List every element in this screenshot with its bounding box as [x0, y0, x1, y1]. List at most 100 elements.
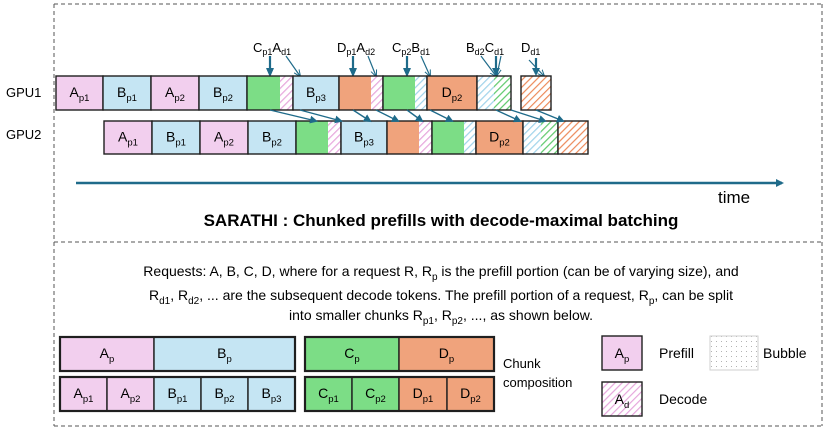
block-fill-a [383, 76, 415, 110]
block-label: Cp2 [365, 385, 386, 405]
chunk-label: Chunk [503, 356, 541, 371]
block-fill [352, 377, 399, 411]
connectors [269, 109, 565, 124]
block-fill [60, 377, 107, 411]
block-fill-b [328, 121, 341, 154]
block-fill [447, 377, 494, 411]
block-Bp3: Bp3 [247, 376, 296, 412]
block-fill [305, 377, 352, 411]
composition-outline [58, 335, 297, 373]
block-green-pinkhatch [295, 120, 342, 155]
block-Cp: Cp [304, 336, 400, 372]
block-Bp1: Bp1 [153, 376, 202, 412]
block-green-bluehatch [431, 120, 477, 155]
legend-prefill-swatch [601, 335, 643, 371]
legend-decode-swatch [601, 381, 643, 417]
block-label: Ap1 [74, 385, 94, 405]
block-label: Ap2 [121, 385, 141, 405]
block-Bp2: Bp2 [247, 120, 297, 155]
block-fill [200, 121, 248, 154]
frame [53, 3, 823, 427]
block-orange-pinkhatch [386, 120, 433, 155]
block-Bp: Bp [153, 336, 296, 372]
annotation-arrow [497, 55, 502, 75]
block-label: Bp3 [306, 84, 326, 104]
block-Bp2: Bp2 [198, 75, 248, 111]
annotation-arrow [420, 55, 430, 76]
block-label: Bp1 [168, 385, 188, 405]
connector-arrow [535, 109, 565, 123]
block-Ap1: Ap1 [59, 376, 108, 412]
block-Bp1: Bp1 [151, 120, 201, 155]
annotation-label: Cp2Bd1 [392, 40, 430, 57]
annotation-label: Dp1Ad2 [337, 40, 375, 57]
block-fill-a [523, 121, 541, 154]
block-fill [248, 377, 295, 411]
block-Bp3: Bp3 [292, 75, 340, 111]
legend-decode-text: Decode [659, 391, 707, 407]
annotation-label: Bd2Cd1 [466, 40, 504, 57]
block-fill [104, 121, 152, 154]
block-Bp3: Bp3 [340, 120, 388, 155]
block-fill [199, 76, 247, 110]
time-label: time [718, 188, 750, 207]
block-Ap2: Ap2 [106, 376, 155, 412]
block-fill [341, 121, 387, 154]
annotation-label: Dd1 [521, 40, 540, 57]
block-label: Bp1 [117, 84, 137, 104]
connector-arrow [406, 109, 424, 123]
block-label: Bp1 [166, 129, 186, 149]
connector-arrow [495, 109, 522, 123]
block-Ap1: Ap1 [55, 75, 104, 111]
block-fill-b [464, 121, 476, 154]
block-orangehatch [557, 120, 589, 155]
block-label: Cp1 [318, 385, 339, 405]
legend-prefill-text: Prefill [659, 345, 694, 361]
composition-label: composition [503, 375, 572, 390]
block-fill [60, 337, 154, 371]
block-label: Bp2 [213, 84, 233, 104]
block-label: Dp2 [442, 84, 463, 104]
block-Dp2: Dp2 [426, 75, 478, 111]
annotation-arrow [480, 55, 496, 76]
block-Ap: Ap [59, 336, 155, 372]
block-Ap1: Ap1 [103, 120, 153, 155]
connector-arrow [510, 109, 547, 123]
block-Dp: Dp [398, 336, 495, 372]
description: Requests: A, B, C, D, where for a reques… [143, 263, 738, 327]
block-fill-b [419, 121, 432, 154]
gpu1-label: GPU1 [6, 85, 41, 100]
block-fill [427, 76, 477, 110]
block-label: Bp2 [262, 129, 282, 149]
description-line: Requests: A, B, C, D, where for a reques… [143, 263, 738, 283]
connector-arrow [269, 109, 318, 124]
block-fill [558, 121, 588, 154]
block-bluehatch-greenhatch [522, 120, 559, 155]
gpu2-label: GPU2 [6, 127, 41, 142]
diagram-title: SARATHI : Chunked prefills with decode-m… [204, 211, 679, 230]
description-line: Rd1, Rd2, ... are the subsequent decode … [149, 287, 733, 307]
block-fill-b [541, 121, 558, 154]
block-fill [399, 337, 494, 371]
block-fill-a [477, 76, 494, 110]
legend-bubble-text: Bubble [763, 345, 807, 361]
block-orangehatch [520, 75, 552, 111]
block-fill-a [247, 76, 280, 110]
block-label: Bp3 [262, 385, 282, 405]
block-label: Bp [217, 345, 232, 365]
block-fill-a [296, 121, 328, 154]
block-fill-b [280, 76, 293, 110]
block-Cp1: Cp1 [304, 376, 353, 412]
block-border [557, 120, 589, 155]
connector-arrow [299, 109, 343, 124]
legend-decode-swatch-label: Ad [615, 391, 630, 411]
block-fill [103, 76, 151, 110]
block-fill-b [494, 76, 511, 110]
block-Cp2: Cp2 [351, 376, 400, 412]
block-label: Dp1 [413, 385, 434, 405]
block-fill-a [432, 121, 464, 154]
block-label: Dp2 [460, 385, 481, 405]
